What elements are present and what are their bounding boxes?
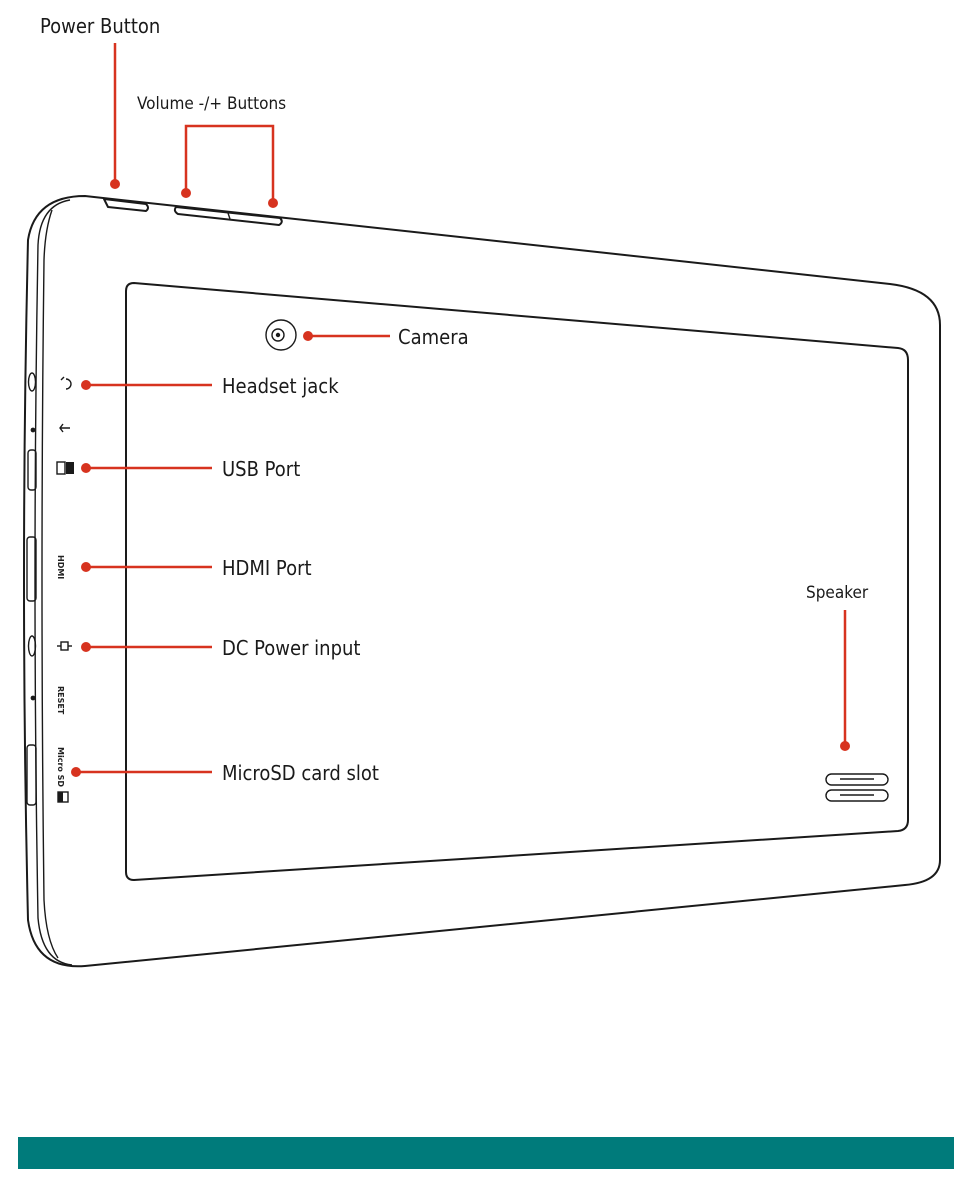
edge-reset-dot [31, 696, 36, 701]
hdmi-marking: HDMI [56, 555, 65, 579]
hdmi-port-label: HDMI Port [222, 556, 312, 580]
usb-port-label: USB Port [222, 457, 300, 481]
tablet-side-edge [35, 200, 72, 965]
labels: Power Button Volume -/+ Buttons Camera H… [40, 14, 869, 785]
side-symbols: HDMI RESET Micro SD [56, 377, 74, 802]
camera-lens [266, 320, 296, 350]
power-callout-dot [110, 179, 120, 189]
volume-buttons-label: Volume -/+ Buttons [137, 94, 286, 114]
microsd-marking: Micro SD [56, 747, 65, 787]
edge-microsd-slot [27, 745, 36, 805]
volume-leader [186, 126, 273, 203]
speaker-grille [826, 774, 888, 801]
top-buttons [104, 199, 282, 225]
reset-marking: RESET [56, 686, 65, 715]
usb-port-icon [57, 462, 65, 474]
dc-power-icon [57, 642, 72, 650]
power-button-shape [104, 199, 148, 211]
tablet-body [24, 196, 940, 966]
tablet-screen [126, 283, 908, 880]
volume-rocker-divider [228, 213, 230, 219]
usb-symbol-icon [60, 424, 70, 432]
callouts [71, 43, 850, 777]
footer-bar [18, 1137, 954, 1169]
microsd-slot-label: MicroSD card slot [222, 761, 379, 785]
speaker-label: Speaker [806, 583, 869, 603]
edge-mic-dot [31, 428, 36, 433]
headset-icon [66, 379, 71, 389]
headset-jack-label: Headset jack [222, 374, 339, 398]
tablet-side-edge-2 [42, 210, 58, 958]
dc-power-input-label: DC Power input [222, 636, 360, 660]
power-button-label: Power Button [40, 14, 160, 38]
camera-label: Camera [398, 325, 469, 349]
edge-headset-jack [29, 373, 36, 391]
tablet-outer-shell [24, 196, 940, 966]
